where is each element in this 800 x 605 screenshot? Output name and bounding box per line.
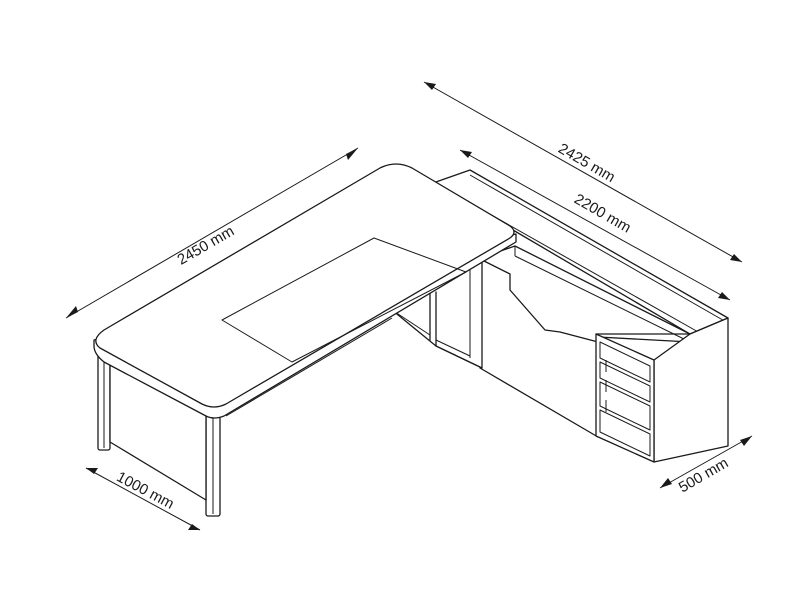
return-overall-label: 2425 mm (555, 140, 618, 186)
return-unit (391, 169, 729, 463)
return-depth-label: 500 mm (676, 455, 731, 497)
pedestal-drawers (599, 341, 651, 457)
desk-pad (221, 237, 467, 363)
desk-leg-left (97, 349, 111, 451)
pedestal-side (653, 317, 729, 463)
main-desk (93, 163, 517, 517)
return-front-panel (477, 257, 599, 438)
desk-leg-front (205, 407, 221, 517)
desk-top (95, 163, 515, 408)
pedestal-front (595, 333, 655, 463)
